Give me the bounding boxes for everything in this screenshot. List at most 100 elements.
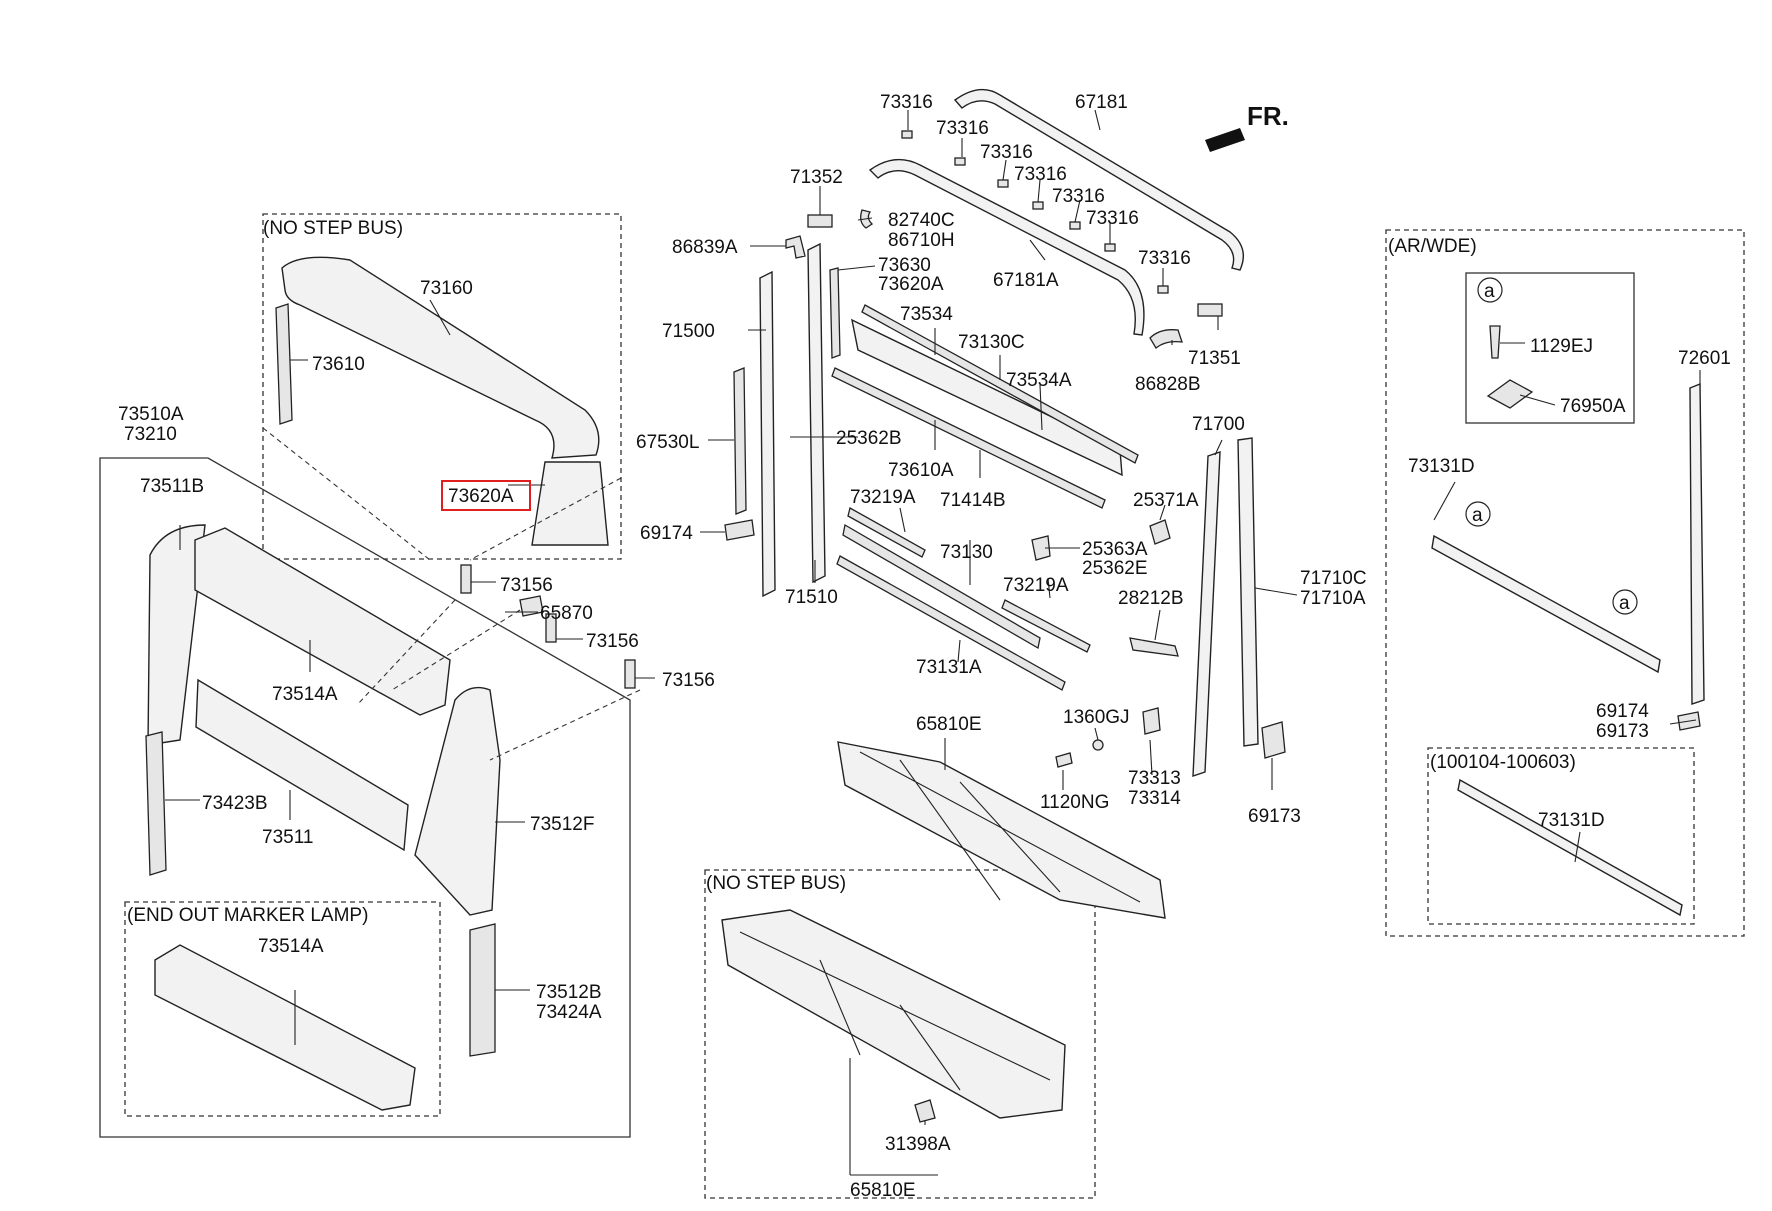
label-73314: 73314 xyxy=(1128,788,1181,809)
label-73316-1: 73316 xyxy=(880,92,933,113)
pillar-73620a-top xyxy=(829,267,841,359)
floor-frame-65810e xyxy=(837,741,1166,919)
group-label-end-out-marker-lamp: (END OUT MARKER LAMP) xyxy=(127,905,368,926)
label-1120ng: 1120NG xyxy=(1040,792,1109,813)
label-65810e-1: 65810E xyxy=(916,714,982,735)
roof-panel-73160 xyxy=(281,256,600,459)
rail-73130 xyxy=(842,523,1041,650)
panel-73514a-marker-lamp xyxy=(154,944,416,1111)
detail-marker-a-1-label: a xyxy=(1484,281,1495,302)
pillar-72601 xyxy=(1689,382,1705,705)
label-73130c: 73130C xyxy=(958,332,1025,353)
label-73131a: 73131A xyxy=(916,657,982,678)
label-71352: 71352 xyxy=(790,167,843,188)
label-71414b: 71414B xyxy=(940,490,1006,511)
label-73534a: 73534A xyxy=(1006,370,1072,391)
bracket-25371a xyxy=(1149,519,1171,545)
label-73316-5: 73316 xyxy=(1052,186,1105,207)
pillar-71710 xyxy=(1237,437,1259,747)
detail-marker-a-2 xyxy=(1465,501,1491,527)
label-73424a: 73424A xyxy=(536,1002,602,1023)
highlight-box-73620a xyxy=(441,480,531,511)
group-box-date-range xyxy=(1427,747,1695,925)
label-73512f: 73512F xyxy=(530,814,594,835)
label-31398a: 31398A xyxy=(885,1134,951,1155)
label-73316-6: 73316 xyxy=(1086,208,1139,229)
label-73620a-top: 73620A xyxy=(878,274,944,295)
rail-73219a-2 xyxy=(1001,599,1091,653)
label-67181: 67181 xyxy=(1075,92,1128,113)
label-73156-1: 73156 xyxy=(500,575,553,596)
group-box-no-step-bus-top xyxy=(262,213,622,560)
cap-86828b xyxy=(1149,329,1183,349)
bracket-86839a xyxy=(785,235,806,259)
pillar-71510 xyxy=(807,242,826,584)
label-73534: 73534 xyxy=(900,304,953,325)
bracket-28212b xyxy=(1129,637,1179,657)
pillar-73511b xyxy=(147,524,206,746)
bracket-73313 xyxy=(1142,707,1161,735)
label-73156-3: 73156 xyxy=(662,670,715,691)
label-65870: 65870 xyxy=(540,603,593,624)
rail-73131d-2 xyxy=(1457,778,1683,917)
bracket-76950a xyxy=(1486,379,1534,409)
label-71700: 71700 xyxy=(1192,414,1245,435)
bracket-25363a xyxy=(1031,535,1051,561)
group-label-no-step-bus-top: (NO STEP BUS) xyxy=(263,218,403,239)
label-73131d-1: 73131D xyxy=(1408,456,1475,477)
label-73130: 73130 xyxy=(940,542,993,563)
label-73210: 73210 xyxy=(124,424,177,445)
label-73316-4: 73316 xyxy=(1014,164,1067,185)
rail-73534 xyxy=(861,304,1139,464)
detail-marker-a-1 xyxy=(1477,277,1503,303)
label-73316-2: 73316 xyxy=(936,118,989,139)
label-73423b: 73423B xyxy=(202,793,268,814)
label-73512b: 73512B xyxy=(536,982,602,1003)
label-25362b: 25362B xyxy=(836,428,902,449)
label-67530l: 67530L xyxy=(636,432,699,453)
label-71351: 71351 xyxy=(1188,348,1241,369)
panel-73514a xyxy=(194,527,451,716)
detail-marker-a-2-label: a xyxy=(1472,505,1483,526)
front-direction-label: FR. xyxy=(1247,101,1289,131)
label-72601: 72601 xyxy=(1678,348,1731,369)
label-73316-7: 73316 xyxy=(1138,248,1191,269)
label-71500: 71500 xyxy=(662,321,715,342)
label-1360gj: 1360GJ xyxy=(1063,707,1130,728)
bracket-69173-mid xyxy=(1261,721,1286,759)
pillar-73512f xyxy=(414,686,501,916)
bracket-73156-2 xyxy=(545,613,557,643)
group-box-no-step-bus-bottom xyxy=(704,869,1096,1199)
label-71510: 71510 xyxy=(785,587,838,608)
label-65810e-2: 65810E xyxy=(850,1180,916,1201)
label-73610: 73610 xyxy=(312,354,365,375)
bolt-1120ng xyxy=(1055,752,1073,768)
label-69174-mid: 69174 xyxy=(640,523,693,544)
roof-arch-67181a xyxy=(868,158,1145,336)
group-label-no-step-bus-bottom: (NO STEP BUS) xyxy=(706,873,846,894)
group-box-end-out-marker-lamp xyxy=(124,901,441,1117)
label-86839a: 86839A xyxy=(672,237,738,258)
label-73313: 73313 xyxy=(1128,768,1181,789)
detail-box-a xyxy=(1465,272,1635,424)
bolt-1360gj xyxy=(1092,739,1104,751)
detail-marker-a-3 xyxy=(1612,589,1638,615)
label-25363a: 25363A xyxy=(1082,539,1148,560)
panel-73130c xyxy=(851,318,1123,477)
label-71710c: 71710C xyxy=(1300,568,1367,589)
bolt-1129ej xyxy=(1489,325,1501,359)
label-67181a: 67181A xyxy=(993,270,1059,291)
roof-arch-67181 xyxy=(953,88,1244,271)
group-box-ar-wde xyxy=(1385,229,1745,937)
label-86710h: 86710H xyxy=(888,230,955,251)
label-25362e: 25362E xyxy=(1082,558,1148,579)
leader-lines xyxy=(165,109,1701,1176)
label-73510a: 73510A xyxy=(118,404,184,425)
label-28212b: 28212B xyxy=(1118,588,1184,609)
cap-71352 xyxy=(807,214,833,228)
label-69173-r: 69173 xyxy=(1596,721,1649,742)
bracket-69174-mid xyxy=(724,519,755,541)
panel-73620a xyxy=(531,461,609,546)
group-box-main-rear xyxy=(99,457,631,1138)
